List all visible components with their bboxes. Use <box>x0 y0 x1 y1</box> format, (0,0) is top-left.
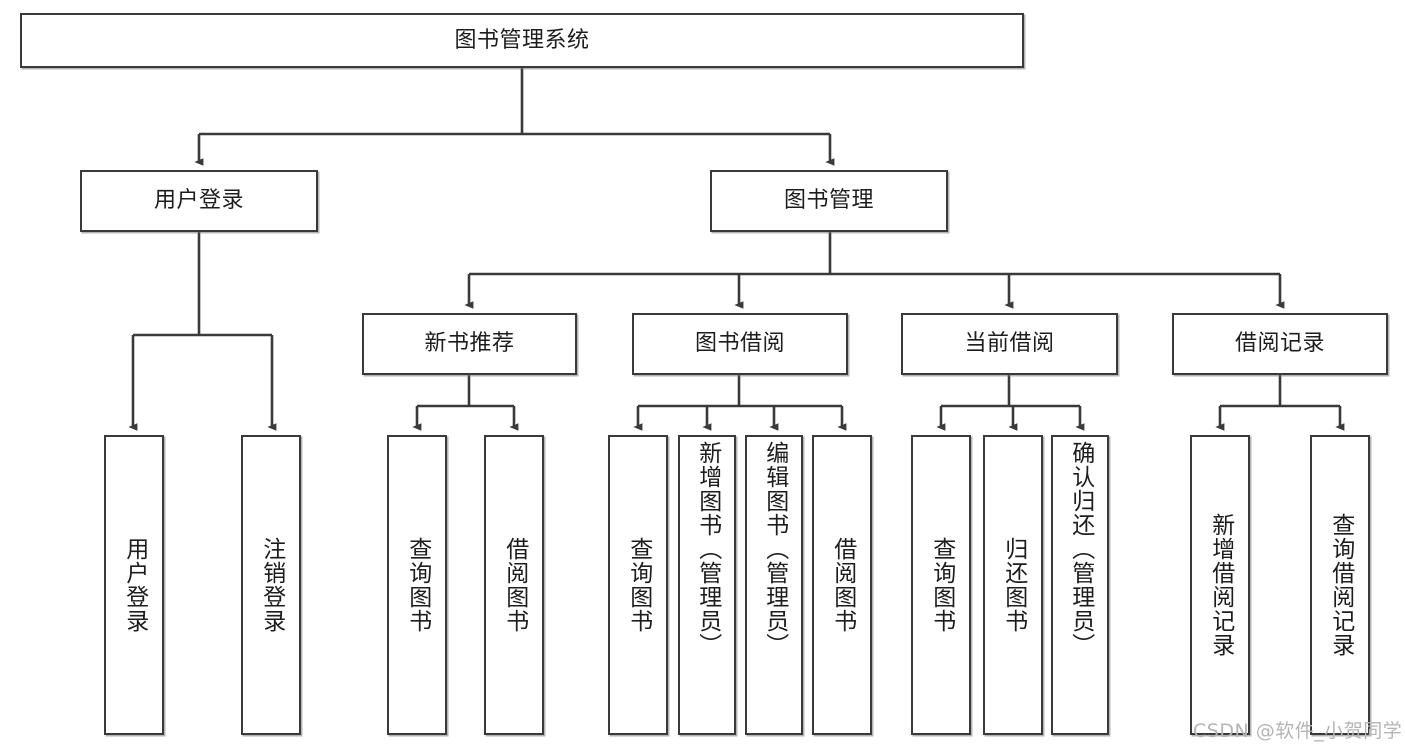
leaf-query-book-borrow-label: 查询图书 <box>625 537 652 633</box>
node-new-book-recommendation-label: 新书推荐 <box>424 331 515 357</box>
leaf-query-book-recommend-label: 查询图书 <box>404 537 431 633</box>
node-user-login[interactable]: 用户登录 <box>80 170 318 232</box>
leaf-add-book-admin[interactable]: 新增图书（管理员） <box>678 435 736 735</box>
leaf-user-logout[interactable]: 注销登录 <box>241 435 301 735</box>
csdn-watermark: CSDN @软件_小贺同学 <box>1193 720 1403 742</box>
leaf-return-book[interactable]: 归还图书 <box>983 435 1043 735</box>
leaf-borrow-book-recommend-label: 借阅图书 <box>501 537 528 633</box>
node-current-borrowing[interactable]: 当前借阅 <box>901 313 1118 375</box>
node-book-management[interactable]: 图书管理 <box>710 170 948 232</box>
node-book-borrowing[interactable]: 图书借阅 <box>632 313 848 375</box>
leaf-confirm-return-admin[interactable]: 确认归还（管理员） <box>1051 435 1109 735</box>
leaf-query-book-current-label: 查询图书 <box>928 537 955 633</box>
leaf-query-book-borrow[interactable]: 查询图书 <box>608 435 668 735</box>
node-book-borrowing-label: 图书借阅 <box>694 331 785 357</box>
leaf-query-book-current[interactable]: 查询图书 <box>911 435 971 735</box>
leaf-user-login-label: 用户登录 <box>121 537 148 633</box>
leaf-edit-book-admin-label: 编辑图书（管理员） <box>761 441 788 657</box>
leaf-confirm-return-admin-label: 确认归还（管理员） <box>1067 441 1094 657</box>
leaf-user-login[interactable]: 用户登录 <box>104 435 164 735</box>
leaf-return-book-label: 归还图书 <box>1000 537 1027 633</box>
node-user-login-label: 用户登录 <box>153 188 244 214</box>
leaf-borrow-book[interactable]: 借阅图书 <box>812 435 872 735</box>
leaf-borrow-book-recommend[interactable]: 借阅图书 <box>484 435 544 735</box>
node-borrow-records[interactable]: 借阅记录 <box>1172 313 1388 375</box>
leaf-edit-book-admin[interactable]: 编辑图书（管理员） <box>745 435 803 735</box>
leaf-add-borrow-record[interactable]: 新增借阅记录 <box>1190 435 1250 735</box>
leaf-query-book-recommend[interactable]: 查询图书 <box>387 435 447 735</box>
node-root[interactable]: 图书管理系统 <box>20 13 1024 68</box>
node-root-label: 图书管理系统 <box>454 27 590 53</box>
node-current-borrowing-label: 当前借阅 <box>964 331 1055 357</box>
leaf-borrow-book-label: 借阅图书 <box>829 537 856 633</box>
node-new-book-recommendation[interactable]: 新书推荐 <box>362 313 577 375</box>
leaf-add-borrow-record-label: 新增借阅记录 <box>1207 513 1234 657</box>
node-borrow-records-label: 借阅记录 <box>1234 331 1325 357</box>
leaf-query-borrow-record[interactable]: 查询借阅记录 <box>1310 435 1370 735</box>
leaf-add-book-admin-label: 新增图书（管理员） <box>694 441 721 657</box>
leaf-user-logout-label: 注销登录 <box>258 537 285 633</box>
node-book-management-label: 图书管理 <box>783 188 874 214</box>
leaf-query-borrow-record-label: 查询借阅记录 <box>1327 513 1354 657</box>
